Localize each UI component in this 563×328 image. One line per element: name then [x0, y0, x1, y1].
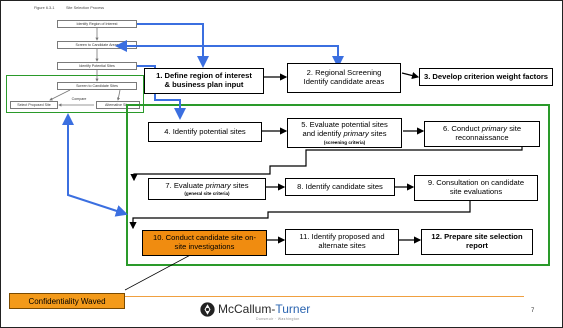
step-10-box: 10. Conduct candidate site on- site inve…: [142, 230, 267, 256]
step-8-box: 8. Identify candidate sites: [285, 178, 395, 196]
figure-label: Figure 6.3-1: [34, 6, 55, 10]
company-logo: McCallum-Turner: [200, 300, 310, 318]
mini-screen-candidate-areas: Screen to Candidate Areas: [57, 41, 137, 49]
step-5-sub: (screening criteria): [323, 139, 366, 145]
mini-compare-label: Compare: [71, 97, 87, 101]
step-12-box: 12. Prepare site selection report: [421, 229, 533, 255]
confidentiality-callout: Confidentiality Waved: [9, 293, 125, 309]
step-12-line2: report: [466, 241, 488, 250]
step-12-line1: 12. Prepare site selection: [431, 232, 523, 242]
step-4-box: 4. Identify potential sites: [148, 122, 262, 142]
page-number: 7: [531, 308, 535, 314]
step-7-box: 7. Evaluate primary sites (general site …: [148, 178, 266, 200]
mini-screen-candidate-sites: Screen to Candidate Sites: [57, 82, 137, 90]
step-2-line1: 2. Regional Screening: [306, 68, 382, 78]
footer-divider: [34, 296, 524, 297]
step-6-line2: reconnaissance: [455, 133, 509, 142]
mini-identify-potential-sites: Identify Potential Sites: [57, 62, 137, 70]
step-2-box: 2. Regional Screening Identify candidate…: [287, 63, 401, 93]
step-11-line1: 11. Identify proposed and: [299, 232, 385, 242]
step-8-line1: 8. Identify candidate sites: [297, 181, 383, 191]
step-1-line2: & business plan input: [164, 80, 244, 89]
figure-title: Site Selection Process: [66, 6, 104, 10]
step-5-line2: and identify primary sites: [302, 128, 387, 138]
step-5-box: 5. Evaluate potential sites and identify…: [287, 118, 402, 148]
step-6-line1: 6. Conduct primary site: [442, 124, 522, 134]
step-1-line1: 1. Define region of interest: [156, 71, 252, 81]
step-6-box: 6. Conduct primary site reconnaissance: [424, 121, 540, 147]
step-11-box: 11. Identify proposed and alternate site…: [285, 229, 399, 255]
step-3-box: 3. Develop criterion weight factors: [419, 68, 553, 86]
company-name: McCallum-Turner: [218, 302, 311, 316]
step-11-line2: alternate sites: [318, 241, 366, 250]
step-3-line1: 3. Develop criterion weight factors: [423, 71, 549, 81]
step-9-line2: site evaluations: [449, 187, 503, 196]
step-2-line2: Identify candidate areas: [303, 77, 385, 86]
step-10-line1: 10. Conduct candidate site on-: [152, 233, 256, 243]
step-7-sub: (general site criteria): [184, 191, 230, 197]
mini-green-frame: [6, 75, 144, 113]
logo-mark-icon: [200, 301, 215, 317]
step-5-line1: 5. Evaluate potential sites: [301, 120, 388, 130]
step-9-line1: 9. Consultation on candidate: [427, 178, 525, 188]
step-7-line1: 7. Evaluate primary sites: [165, 180, 249, 190]
step-10-line2: site investigations: [174, 242, 235, 251]
step-9-box: 9. Consultation on candidate site evalua…: [414, 175, 538, 201]
step-1-box: 1. Define region of interest & business …: [144, 68, 264, 94]
step-4-line1: 4. Identify potential sites: [164, 126, 246, 136]
mini-identify-region: Identify Region of Interest: [57, 20, 137, 28]
company-tagline: Dunsmuir · Washington: [256, 317, 300, 321]
mini-select-proposed-site: Select Proposed Site: [10, 101, 58, 109]
